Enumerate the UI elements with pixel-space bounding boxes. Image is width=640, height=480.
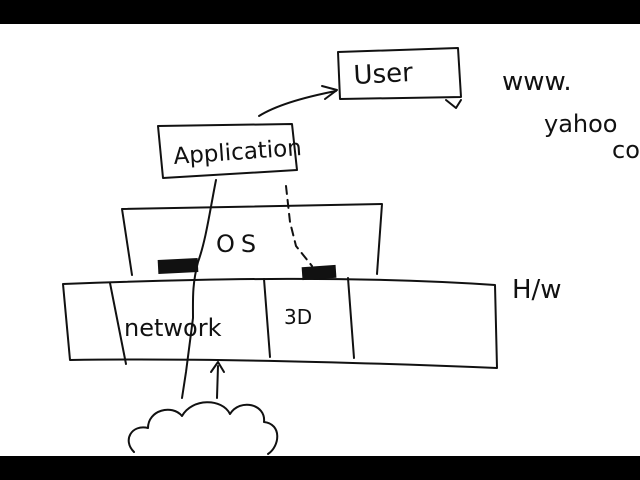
threed-label: 3D [284, 305, 312, 329]
user-label: User [353, 58, 414, 91]
bottom-letterbox-bar [0, 456, 640, 480]
application-to-user-arrowhead [321, 85, 338, 100]
os-label: OS [216, 230, 262, 258]
user-box [337, 47, 462, 100]
hardware-divider-1 [109, 282, 127, 365]
hardware-divider-3 [347, 277, 355, 359]
network-up-arrow-line [216, 365, 219, 399]
url-line-1: www. [502, 67, 572, 97]
hardware-divider-2 [263, 278, 271, 358]
graphics-path-line [285, 185, 313, 267]
hardware-row [62, 277, 498, 369]
top-letterbox-bar [0, 0, 640, 24]
user-box-tail [445, 99, 462, 109]
hw-label: H/w [512, 275, 562, 305]
network-driver-block [157, 257, 199, 275]
whiteboard-area [0, 24, 640, 456]
url-line-2: yahoo [544, 110, 618, 138]
network-up-arrowhead [210, 361, 225, 373]
graphics-driver-block [301, 264, 337, 281]
url-line-3: co [612, 136, 640, 164]
network-label: network [124, 314, 222, 342]
application-to-user-arrow [258, 90, 337, 117]
application-box [157, 123, 298, 179]
os-box [121, 203, 383, 276]
internet-cloud [127, 401, 279, 455]
network-path-line [181, 179, 217, 399]
